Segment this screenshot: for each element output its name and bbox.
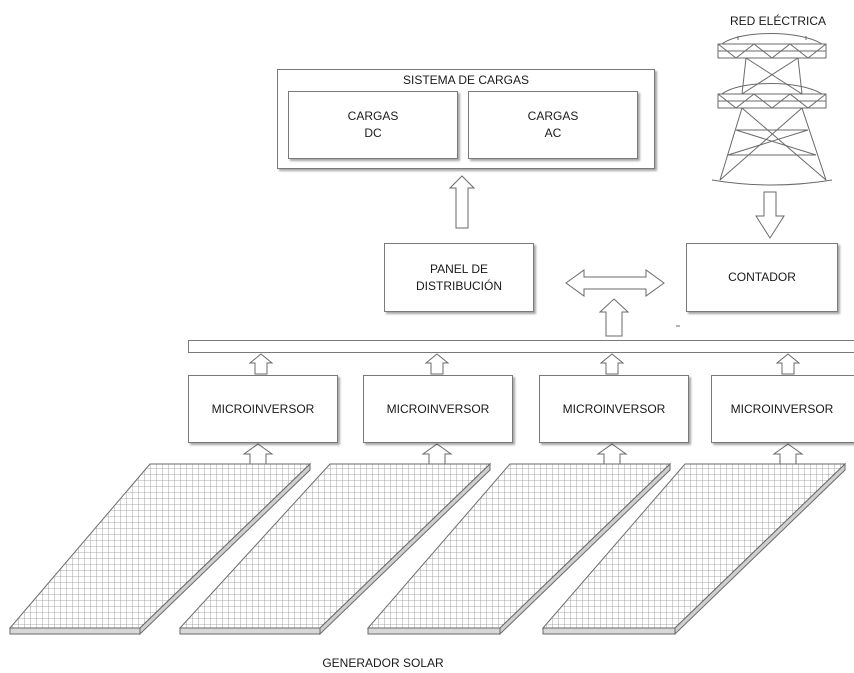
dc-loads-line1: CARGAS (347, 109, 399, 123)
microinverter-label: MICROINVERSOR (562, 401, 666, 416)
meter-label: CONTADOR (728, 270, 796, 284)
microinverter-box: MICROINVERSOR (711, 375, 854, 443)
distribution-panel-line1: PANEL DE (429, 261, 488, 276)
arrow-up-icon (775, 353, 801, 375)
double-arrow-icon (565, 269, 665, 297)
dc-loads-line2: DC (364, 126, 382, 140)
solar-panel-icon (541, 462, 847, 636)
distribution-panel-box: PANEL DE DISTRIBUCIÓN (384, 243, 534, 312)
arrow-up-icon (242, 443, 274, 465)
arrow-up-icon (599, 353, 625, 375)
bus-bar (188, 340, 854, 353)
ac-loads-line1: CARGAS (527, 109, 579, 123)
distribution-panel-line2: DISTRIBUCIÓN (415, 278, 502, 293)
arrow-up-icon (448, 175, 476, 229)
arrow-up-icon (772, 443, 804, 465)
microinverter-box: MICROINVERSOR (539, 375, 689, 443)
arrow-up-icon (248, 353, 274, 375)
solar-panel-icon (366, 462, 672, 636)
ac-loads-box: CARGAS AC (468, 91, 638, 159)
arrow-up-icon (421, 443, 453, 465)
meter-box: CONTADOR (686, 243, 838, 312)
solar-generator-caption: GENERADOR SOLAR (322, 656, 444, 670)
dc-loads-box: CARGAS DC (288, 91, 458, 159)
microinverter-box: MICROINVERSOR (363, 375, 513, 443)
loads-system-title: SISTEMA DE CARGAS (402, 73, 530, 87)
grid-title: RED ELÉCTRICA (730, 14, 827, 28)
ac-loads-line2: AC (544, 126, 562, 140)
microinverter-label: MICROINVERSOR (386, 401, 490, 416)
microinverter-box: MICROINVERSOR (188, 375, 338, 443)
solar-panel-icon (178, 462, 492, 636)
arrow-up-icon (424, 353, 450, 375)
microinverter-label: MICROINVERSOR (730, 401, 834, 416)
power-tower-icon (711, 33, 833, 186)
arrow-up-icon (598, 298, 630, 337)
arrow-up-icon (596, 443, 628, 465)
microinverter-label: MICROINVERSOR (211, 401, 315, 416)
arrow-down-icon (755, 191, 785, 239)
